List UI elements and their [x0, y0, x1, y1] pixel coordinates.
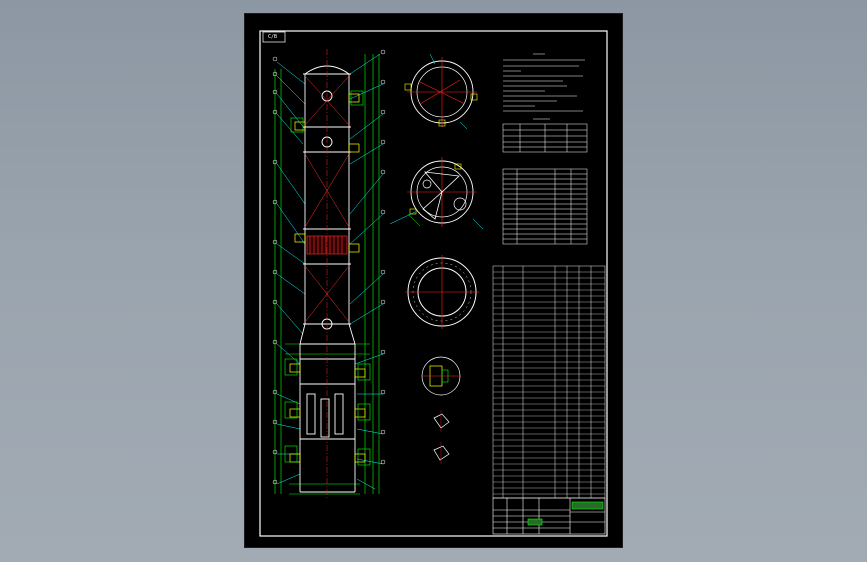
- nozzle-details-green: [284, 90, 371, 466]
- nozzles: [289, 93, 366, 463]
- section-a-a: [404, 53, 478, 130]
- nozzle-table: [502, 118, 588, 153]
- parts-list-table: [492, 265, 606, 499]
- technical-notes: [503, 53, 585, 112]
- right-leaders: [349, 53, 384, 490]
- corner-tag-box: [262, 31, 286, 43]
- parts-list-rows: [493, 271, 605, 495]
- title-block: [492, 497, 606, 535]
- detail-nozzle: [421, 356, 461, 396]
- section-b-b: [389, 157, 484, 230]
- corner-tag: C/B: [268, 34, 278, 40]
- design-data-table: [502, 168, 588, 245]
- left-leaders: [276, 61, 306, 485]
- column-elevation: [272, 49, 386, 499]
- elevation-dimensions: [274, 54, 380, 495]
- drawing-sheet: C/B: [244, 13, 623, 548]
- drawing-border: [259, 30, 608, 537]
- detail-small-1: [433, 410, 450, 432]
- detail-small-2: [433, 442, 450, 464]
- section-c-c: [405, 255, 479, 329]
- column-shell: [299, 65, 356, 493]
- item-balloons: [272, 49, 386, 485]
- cad-drawing: [259, 30, 608, 537]
